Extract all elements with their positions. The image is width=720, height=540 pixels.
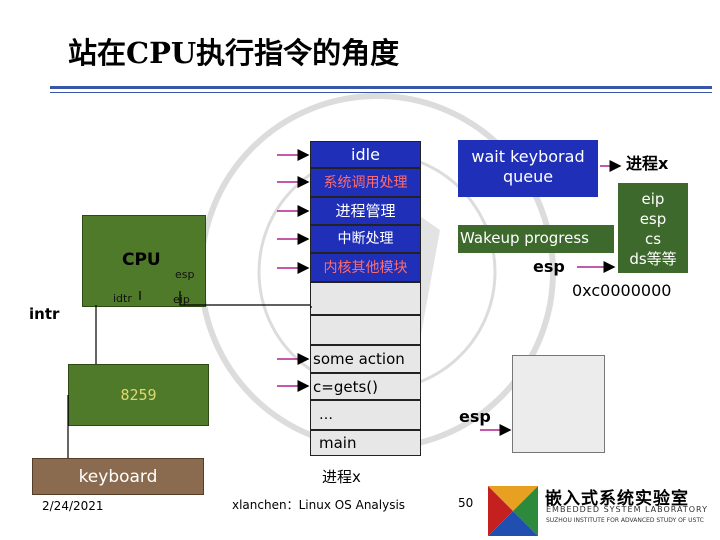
stack-cell-empty <box>310 282 421 315</box>
page-number: 50 <box>458 496 474 510</box>
stack-cell-other-modules: 内核其他模块 <box>310 253 421 282</box>
stack-cell-interrupt: 中断处理 <box>310 225 421 253</box>
stack-cell-ellipsis: … <box>310 400 421 430</box>
address-label: 0xc0000000 <box>572 281 672 300</box>
esp-lower-label: esp <box>459 407 491 426</box>
saved-reg-ds: ds等等 <box>629 250 677 268</box>
wait-queue-line2: queue <box>502 167 554 186</box>
slide-title: 站在CPU执行指令的角度 <box>68 36 400 70</box>
cpu-reg-eip: eip <box>173 293 190 306</box>
stack-caption: 进程x <box>322 468 361 486</box>
pic-8259-block: 8259 <box>68 364 209 426</box>
cpu-reg-idtr: idtr <box>113 292 132 305</box>
wait-queue-box: wait keyborad queue <box>458 140 598 197</box>
esp-upper-label: esp <box>533 257 565 276</box>
intr-label: intr <box>29 305 60 323</box>
stack-cell-idle: idle <box>310 141 421 168</box>
user-stack-box <box>512 355 605 453</box>
cpu-block <box>82 215 206 307</box>
keyboard-block: keyboard <box>32 458 204 495</box>
wire-eip <box>179 291 310 306</box>
cpu-label: CPU <box>122 250 161 270</box>
saved-registers-box: eip esp cs ds等等 <box>618 183 688 273</box>
logo-title: 嵌入式系统实验室 <box>545 489 689 509</box>
stack-cell-gets: c=gets() <box>310 373 421 400</box>
footer-date: 2/24/2021 <box>42 499 104 513</box>
title-rule <box>50 86 712 89</box>
stack-cell-process-mgmt: 进程管理 <box>310 197 421 225</box>
stack-cell-main: main <box>310 430 421 456</box>
logo-subtitle: EMBEDDED SYSTEM LABORATORY <box>546 505 708 514</box>
stack-cell-syscall: 系统调用处理 <box>310 168 421 197</box>
lab-logo-icon <box>488 486 538 536</box>
wait-queue-line1: wait keyborad <box>471 147 585 166</box>
cpu-reg-esp: esp <box>175 268 195 281</box>
stack-cell-some-action: some action <box>310 345 421 373</box>
saved-reg-eip: eip <box>641 190 665 208</box>
wakeup-box: Wakeup progress <box>458 225 614 253</box>
logo-subtitle-small: SUZHOU INSTITUTE FOR ADVANCED STUDY OF U… <box>546 517 704 524</box>
footer-author: xlanchen：Linux OS Analysis <box>232 498 406 512</box>
process-x-label: 进程x <box>626 154 669 173</box>
saved-reg-cs: cs <box>644 230 662 248</box>
title-rule-thin <box>50 92 712 93</box>
saved-reg-esp: esp <box>639 210 667 228</box>
stack-cell-empty <box>310 315 421 345</box>
